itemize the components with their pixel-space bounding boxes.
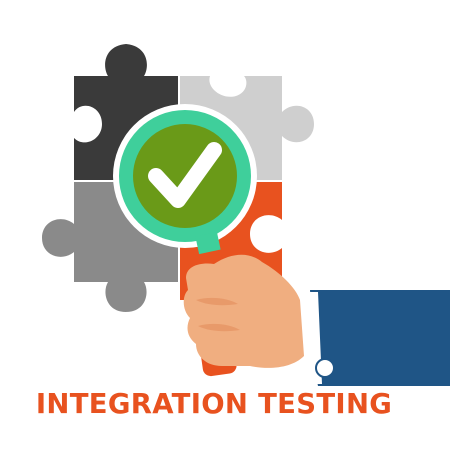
hand-icon (183, 254, 304, 368)
sleeve (288, 290, 450, 386)
caption-title: INTEGRATION TESTING (35, 388, 393, 420)
checkmark-icon (148, 142, 222, 208)
